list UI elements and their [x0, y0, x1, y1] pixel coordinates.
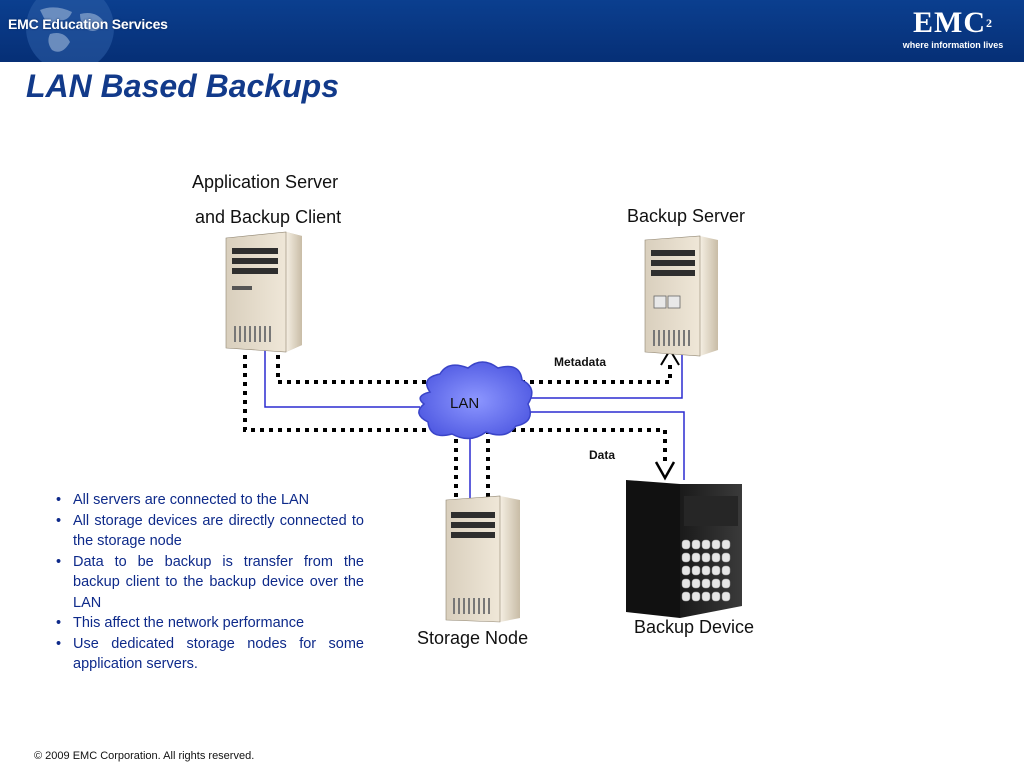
app-server-label-line2: and Backup Client — [195, 207, 342, 227]
bullet-item: All servers are connected to the LAN — [52, 490, 364, 511]
data-arrow-icon — [654, 461, 676, 481]
lan-cloud-icon — [418, 361, 533, 440]
backup-server-icon — [644, 235, 718, 357]
backup-server-label: Backup Server — [627, 206, 746, 226]
copyright-footer: © 2009 EMC Corporation. All rights reser… — [34, 750, 255, 762]
metadata-label: Metadata — [554, 355, 607, 369]
logo-superscript: 2 — [986, 16, 993, 30]
application-server-icon — [225, 231, 302, 353]
lan-links — [264, 345, 685, 500]
bullet-item: Data to be backup is transfer from the b… — [52, 552, 364, 614]
storage-node-label: Storage Node — [417, 628, 529, 648]
storage-node-icon — [445, 495, 520, 623]
logo-tagline: where information lives — [902, 40, 1004, 50]
slide-title: LAN Based Backups — [26, 68, 339, 104]
lan-label: LAN — [450, 395, 480, 412]
logo-word: EMC — [913, 6, 986, 39]
backup-device-icon — [626, 480, 742, 618]
app-server-label-line1: Application Server — [192, 172, 339, 192]
bullet-item: This affect the network performance — [52, 613, 364, 634]
emc-logo: EMC2 where information lives — [898, 8, 1008, 54]
bullet-list: All servers are connected to the LAN All… — [52, 490, 364, 675]
brand-name: EMC Education Services — [8, 16, 168, 32]
data-label: Data — [589, 448, 616, 462]
backup-device-label: Backup Device — [634, 617, 755, 637]
globe-icon — [26, 0, 114, 62]
header-bar: EMC Education Services EMC2 where inform… — [0, 0, 1024, 62]
bullet-item: All storage devices are directly connect… — [52, 511, 364, 552]
bullet-item: Use dedicated storage nodes for some app… — [52, 634, 364, 675]
